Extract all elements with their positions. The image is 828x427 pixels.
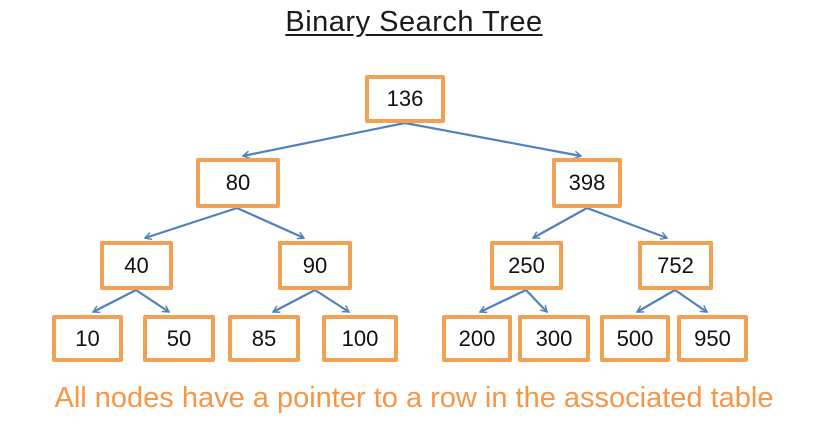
edge-80-90 xyxy=(236,206,306,240)
node-50: 50 xyxy=(143,315,215,362)
node-250: 250 xyxy=(490,241,563,290)
diagram-caption: All nodes have a pointer to a row in the… xyxy=(54,382,774,414)
edge-136-80 xyxy=(241,121,406,159)
edge-40-10 xyxy=(91,289,137,314)
node-10: 10 xyxy=(52,315,123,362)
edge-90-100 xyxy=(314,289,351,313)
node-500: 500 xyxy=(600,315,670,362)
node-398: 398 xyxy=(552,158,622,208)
node-300: 300 xyxy=(518,315,590,362)
node-85: 85 xyxy=(228,315,300,362)
node-40: 40 xyxy=(100,241,173,290)
node-200: 200 xyxy=(442,315,512,362)
edge-250-300 xyxy=(525,289,549,314)
edge-398-250 xyxy=(531,207,588,239)
edge-752-950 xyxy=(674,289,709,313)
node-90: 90 xyxy=(278,241,352,290)
edge-250-200 xyxy=(478,289,527,314)
edge-80-40 xyxy=(143,206,238,241)
node-950: 950 xyxy=(677,315,748,362)
edge-90-85 xyxy=(271,289,316,313)
node-80: 80 xyxy=(196,158,280,208)
node-752: 752 xyxy=(638,241,713,290)
edge-398-752 xyxy=(586,206,669,240)
node-100: 100 xyxy=(322,315,398,362)
edge-752-500 xyxy=(635,289,676,313)
diagram-title: Binary Search Tree xyxy=(285,6,543,38)
node-136: 136 xyxy=(365,75,445,123)
edge-136-398 xyxy=(404,121,583,160)
edge-40-50 xyxy=(135,289,171,313)
